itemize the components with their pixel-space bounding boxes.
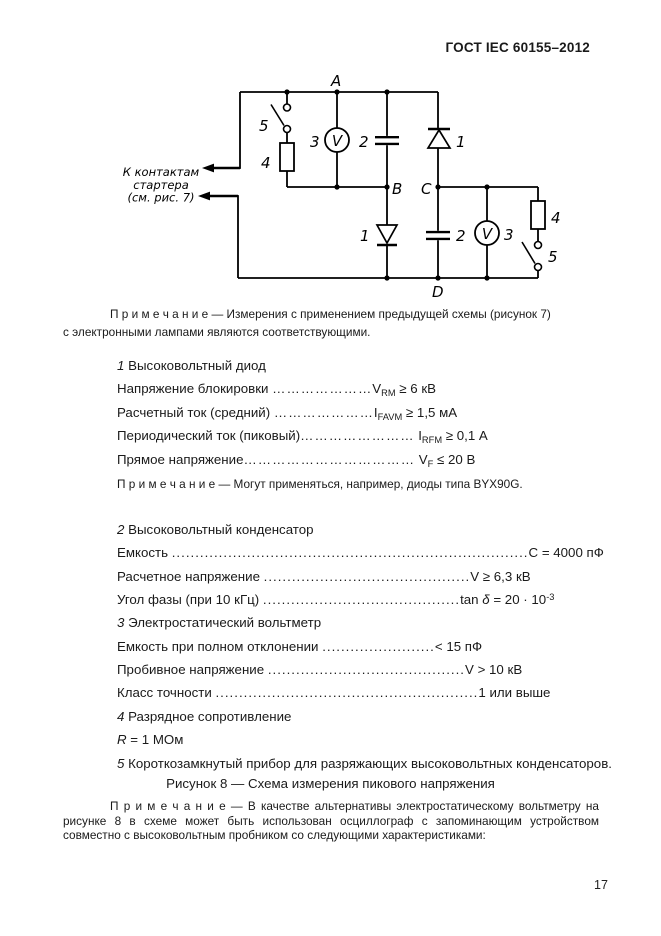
label-switch-right: 5 (548, 248, 558, 266)
arrow-icon (198, 163, 240, 201)
spec-line-spec: Периодический ток (пиковый)…………………… IRFM… (117, 428, 488, 446)
item-number: 1 (117, 358, 125, 373)
spec-line-spec: Напряжение блокировки …………………VRM ≥ 6 кВ (117, 381, 437, 399)
starter-annotation: К контактам стартера (см. рис. 7) (123, 165, 200, 205)
spec-line-spec: Пробивное напряжение ...................… (117, 662, 523, 678)
switch-icon (270, 103, 543, 272)
leader-dots: ........................................… (171, 545, 529, 561)
leader-dots: ………………… (273, 404, 374, 420)
spec-line-heading: 3 Электростатический вольтметр (117, 615, 322, 631)
item-number: 2 (117, 521, 125, 537)
node-d-label: D (432, 283, 444, 301)
spec-line-heading: 4 Разрядное сопротивление (117, 708, 292, 724)
note-bottom: П р и м е ч а н и е — В качестве альтерн… (63, 799, 599, 843)
leader-dots: ........................ (322, 638, 435, 654)
diode-icon (375, 127, 452, 247)
label-capacitor-upper: 2 (359, 133, 369, 151)
spec-line-note: П р и м е ч а н и е — Могут применяться,… (117, 476, 523, 491)
document-header: ГОСТ IEC 60155–2012 (445, 40, 590, 55)
annotation-line3: (см. рис. 7) (127, 191, 194, 205)
page-number: 17 (594, 878, 608, 892)
leader-dots: …………………… (300, 428, 415, 444)
voltmeter-icon (324, 127, 500, 246)
spec-line-spec: Емкость ................................… (117, 545, 604, 561)
leader-dots: ........................................… (215, 685, 479, 701)
spec-line-spec: Класс точности .........................… (117, 685, 551, 701)
spec-line-spec: Расчетный ток (средний) …………………IFAVM ≥ 1… (117, 404, 458, 422)
annotation-line2: стартера (133, 178, 189, 192)
spec-line-heading: 2 Высоковольтный конденсатор (117, 521, 314, 537)
label-resistor-left: 4 (261, 154, 271, 172)
node-dot (284, 89, 490, 281)
voltmeter-letter: V (332, 132, 344, 150)
spec-line-heading: 1 Высоковольтный диод (117, 358, 266, 373)
leader-dots: ........................................… (262, 591, 461, 607)
label-diode-upper: 1 (456, 133, 466, 151)
leader-dots: ……………………………… (243, 451, 416, 467)
item-number: 3 (117, 615, 125, 631)
spec-line-spacer (117, 498, 617, 521)
label-switch-left: 5 (259, 117, 269, 135)
spec-line-spec: Расчетное напряжение ...................… (117, 568, 531, 584)
annotation-line1: К контактам (123, 165, 200, 179)
node-c-label: C (421, 180, 432, 198)
spec-line-spec: Угол фазы (при 10 кГц) .................… (117, 591, 555, 607)
item-number: 4 (117, 708, 125, 724)
figure-caption: Рисунок 8 — Схема измерения пикового нап… (166, 776, 495, 791)
node-b-label: B (392, 180, 402, 198)
label-voltmeter-left: 3 (310, 133, 320, 151)
leader-dots: ........................................… (267, 662, 465, 678)
label-capacitor-lower: 2 (456, 227, 466, 245)
leader-dots: ........................................… (263, 568, 471, 584)
label-diode-lower: 1 (360, 227, 370, 245)
leader-dots: ………………… (272, 381, 373, 397)
node-a-label: A (330, 72, 341, 90)
circuit-diagram: 5 4 3 V 2 1 1 2 V 3 4 5 A B C D К контак… (123, 72, 561, 301)
label-resistor-right: 4 (551, 209, 561, 227)
item-number: 5 (117, 755, 125, 771)
spec-line-spec: Прямое напряжение……………………………… VF ≤ 20 В (117, 451, 476, 469)
spec-line-heading: 5 Короткозамкнутый прибор для разряжающи… (117, 755, 612, 771)
note-top: П р и м е ч а н и е — Измерения с примен… (63, 307, 551, 339)
capacitor-icon (375, 136, 450, 241)
spec-line-formula: R = 1 МОм (117, 732, 184, 748)
spec-line-spec: Емкость при полном отклонении ..........… (117, 638, 483, 654)
voltmeter-letter-right: V (482, 225, 494, 243)
label-voltmeter-right: 3 (504, 226, 514, 244)
